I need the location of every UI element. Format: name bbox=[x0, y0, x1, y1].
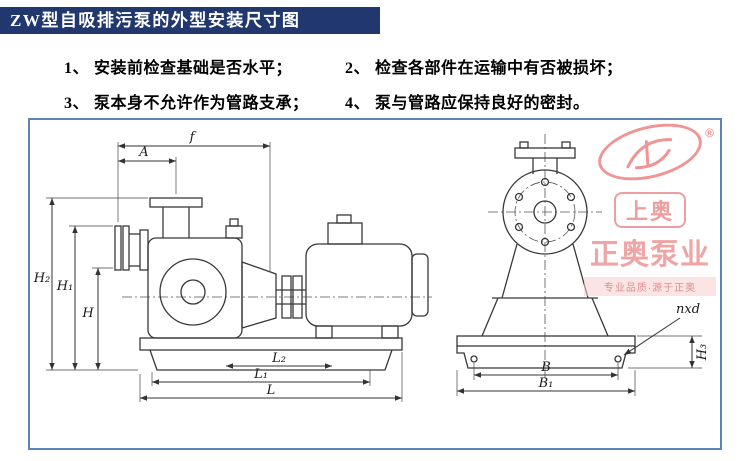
dim-label-L1: L₁ bbox=[253, 367, 268, 382]
note-2-text: 检查各部件在运输中有否被损坏； bbox=[375, 60, 623, 77]
note-2: 2、检查各部件在运输中有否被损坏； bbox=[345, 54, 623, 78]
note-row-2: 3、泵本身不允许作为管路支承； 4、泵与管路应保持良好的密封。 bbox=[64, 89, 734, 113]
note-3-number: 3、 bbox=[64, 95, 90, 112]
pump-dimension-drawing: f A H₂ H₁ H L₂ L₁ L bbox=[33, 130, 710, 402]
note-4-text: 泵与管路应保持良好的密封。 bbox=[375, 95, 590, 112]
note-row-1: 1、安装前检查基础是否水平； 2、检查各部件在运输中有否被损坏； bbox=[64, 54, 734, 78]
installation-notes: 1、安装前检查基础是否水平； 2、检查各部件在运输中有否被损坏； 3、泵本身不允… bbox=[64, 54, 734, 124]
dim-label-L: L bbox=[266, 383, 276, 398]
dim-label-H3: H₃ bbox=[695, 344, 710, 362]
note-1: 1、安装前检查基础是否水平； bbox=[64, 54, 345, 78]
note-1-text: 安装前检查基础是否水平； bbox=[94, 60, 293, 77]
dim-label-A: A bbox=[138, 145, 148, 160]
dim-label-nxd: nxd bbox=[676, 302, 700, 317]
note-1-number: 1、 bbox=[64, 60, 90, 77]
end-view-dimensions: B B₁ nxd H₃ bbox=[456, 302, 710, 396]
note-4: 4、泵与管路应保持良好的密封。 bbox=[345, 89, 590, 113]
dim-label-B: B bbox=[540, 360, 551, 375]
dim-label-L2: L₂ bbox=[271, 351, 286, 366]
dim-label-f: f bbox=[189, 130, 197, 145]
dim-label-H2: H₂ bbox=[33, 271, 51, 286]
side-view-dimensions: f A H₂ H₁ H L₂ L₁ L bbox=[33, 130, 403, 402]
dimension-diagram-box: f A H₂ H₁ H L₂ L₁ L bbox=[28, 113, 722, 450]
dim-label-H1: H₁ bbox=[56, 279, 74, 294]
dim-label-H: H bbox=[81, 306, 94, 321]
page-title: ZW型自吸排污泵的外型安装尺寸图 bbox=[10, 11, 301, 30]
note-3: 3、泵本身不允许作为管路支承； bbox=[64, 89, 345, 113]
note-2-number: 2、 bbox=[345, 60, 371, 77]
pump-side-view bbox=[114, 197, 432, 371]
title-bar: ZW型自吸排污泵的外型安装尺寸图 bbox=[0, 7, 380, 34]
dim-label-B1: B₁ bbox=[538, 376, 554, 391]
note-3-text: 泵本身不允许作为管路支承； bbox=[94, 95, 309, 112]
note-4-number: 4、 bbox=[345, 95, 371, 112]
pump-end-view bbox=[456, 134, 636, 384]
